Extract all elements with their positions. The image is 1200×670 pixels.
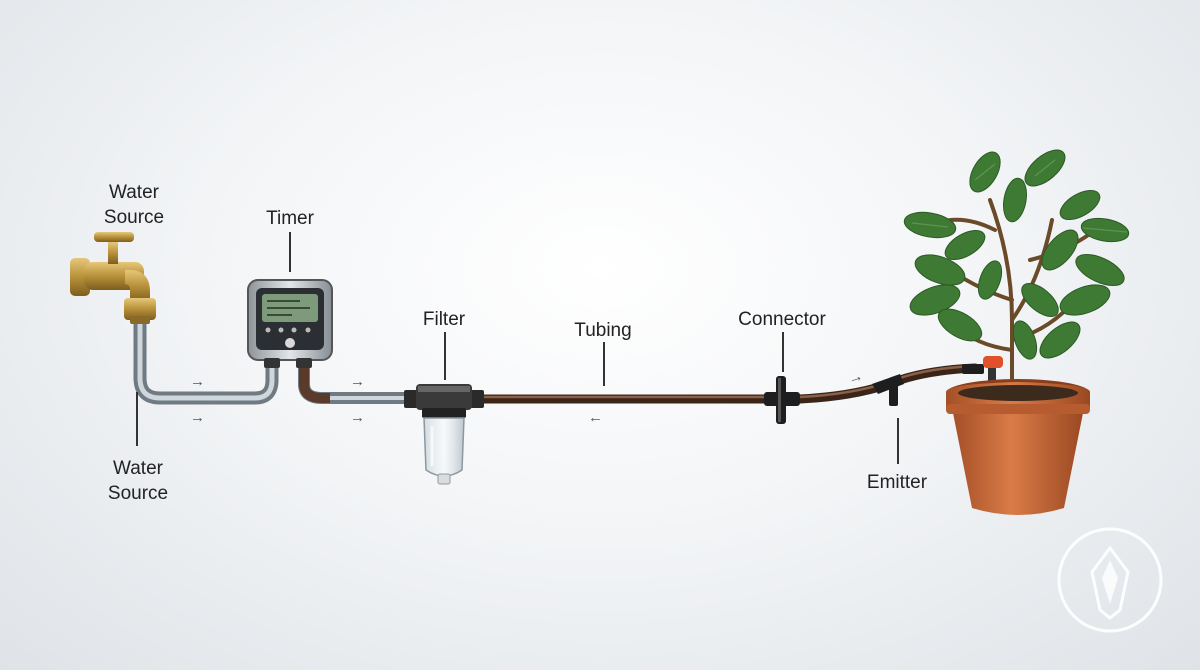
tee-connector-icon (764, 376, 800, 424)
faucet-icon (70, 232, 156, 324)
leader-tubing (603, 342, 605, 386)
timer-device-icon (247, 279, 333, 368)
label-timer: Timer (266, 208, 314, 229)
leader-timer (289, 232, 291, 272)
label-water-source-top: Water Source (103, 182, 165, 228)
potted-plant-icon (903, 149, 1130, 515)
flow-arrow-icon: → (350, 373, 365, 390)
flow-arrow-icon: → (190, 373, 205, 390)
flow-arrow-icon: ← (588, 409, 603, 426)
watermark-badge-icon (1057, 527, 1163, 633)
supply-pipe (133, 311, 279, 405)
leader-connector (782, 332, 784, 372)
leader-water-source-bottom (136, 392, 138, 446)
label-water-source-bottom: Water Source (107, 458, 169, 504)
leader-filter (444, 332, 446, 380)
label-emitter: Emitter (866, 472, 928, 493)
label-filter: Filter (422, 309, 466, 330)
flow-arrow-icon: → (190, 409, 205, 426)
flow-arrow-icon: → (350, 409, 365, 426)
label-connector: Connector (738, 309, 826, 330)
filter-canister-icon (404, 384, 484, 485)
leader-emitter (897, 418, 899, 464)
label-tubing: Tubing (574, 320, 632, 341)
drip-emitter-icon (872, 356, 1003, 406)
outlet-pipe (298, 356, 416, 404)
